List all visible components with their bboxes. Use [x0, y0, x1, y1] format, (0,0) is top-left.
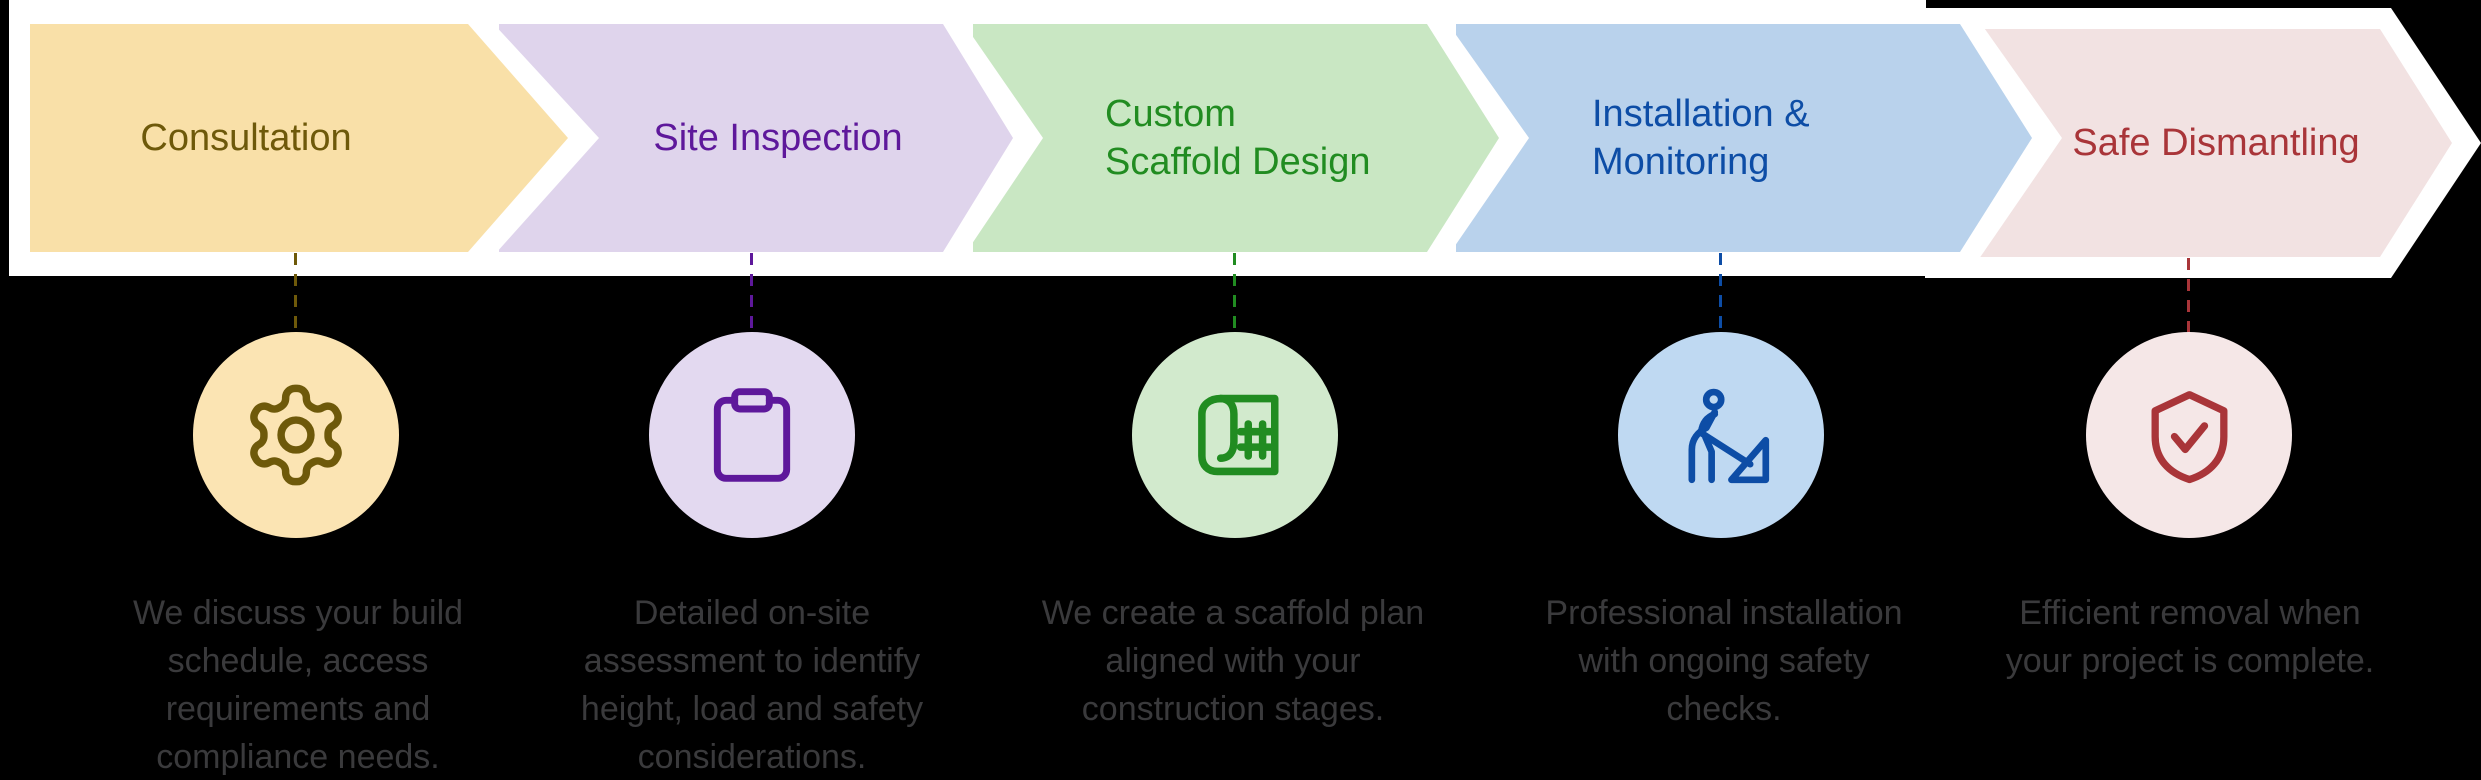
step-4-connector-dashed-line [1719, 253, 1722, 335]
blueprint-icon [1198, 394, 1279, 476]
step-2-label: Site Inspection [653, 117, 903, 159]
step-2-connector-dashed-line [750, 253, 753, 335]
gear-icon [250, 384, 342, 486]
step-3-connector-dashed-line [1233, 253, 1236, 335]
step-1-description: We discuss your build schedule, access r… [132, 594, 464, 776]
step-5-description: Efficient removal when your project is c… [2005, 594, 2375, 680]
construction-worker-icon [1688, 388, 1770, 484]
step-4-description: Professional installation with ongoing s… [1545, 594, 1903, 728]
step-5-connector-dashed-line [2187, 258, 2190, 335]
step-4-label: Installation & Monitoring [1592, 93, 1810, 183]
step-1-label: Consultation [140, 117, 352, 159]
step-3-label: Custom Scaffold Design [1105, 93, 1371, 183]
step-5-icon-circle [2086, 332, 2292, 538]
shield-check-icon [2151, 390, 2227, 483]
chevron-band [9, 0, 2481, 278]
clipboard-icon [713, 388, 791, 482]
chevron-3-shape [973, 24, 1499, 252]
step-2-icon-circle [649, 332, 855, 538]
step-3-description: We create a scaffold plan aligned with y… [1041, 594, 1425, 728]
step-1-connector-dashed-line [294, 253, 297, 335]
step-5-label: Safe Dismantling [2072, 122, 2360, 164]
step-4-icon-circle [1618, 332, 1824, 538]
chevron-5-shape [1944, 29, 2452, 257]
step-1-icon-circle [193, 332, 399, 538]
step-2-description: Detailed on-site assessment to identify … [580, 594, 924, 776]
step-3-icon-circle [1132, 332, 1338, 538]
chevron-2-shape [499, 24, 1013, 252]
chevron-4-shape [1456, 24, 2032, 252]
chevron-1-shape [30, 24, 568, 252]
